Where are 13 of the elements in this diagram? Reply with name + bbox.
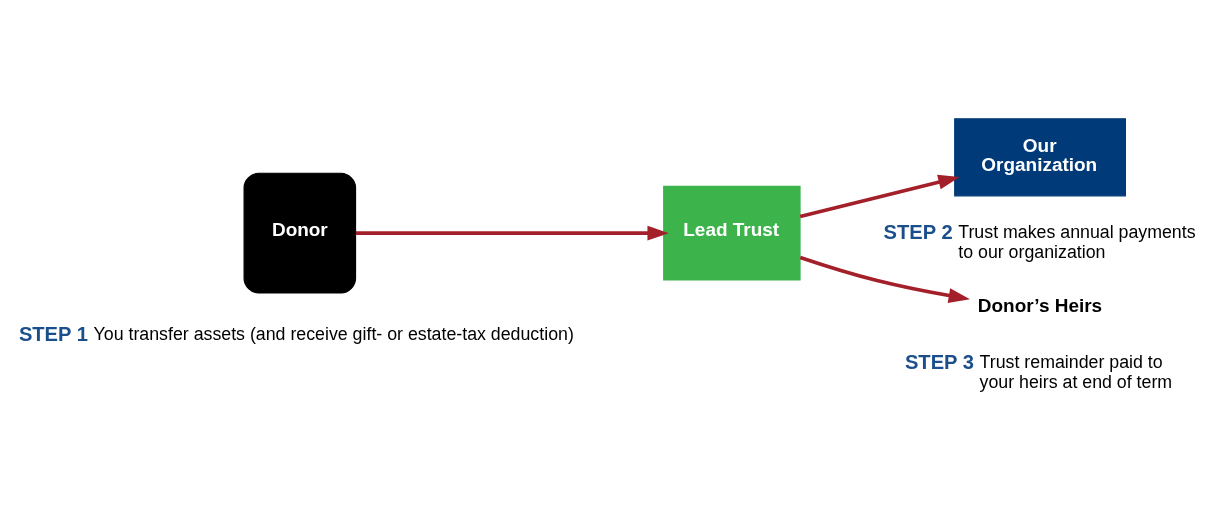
node-label: Trust makes annual payments to our organization bbox=[958, 221, 1196, 262]
node-box: Lead Trust bbox=[663, 185, 801, 281]
arrow bbox=[799, 174, 960, 218]
node-label: STEP 2 bbox=[883, 220, 953, 243]
node-label: STEP 1 bbox=[18, 322, 88, 345]
node-label: You transfer assets (and receive gift- or estate-tax deduction) bbox=[93, 323, 574, 344]
node-box: Donor bbox=[243, 172, 357, 294]
node-label: STEP 3 bbox=[904, 350, 974, 373]
arrow bbox=[799, 255, 970, 303]
node-label: Trust remainder paid to your heirs at end of term bbox=[979, 351, 1173, 392]
node-box: Our Organization bbox=[954, 117, 1126, 196]
arrow bbox=[355, 225, 669, 241]
node-text: Donor’s Heirs bbox=[977, 294, 1103, 316]
